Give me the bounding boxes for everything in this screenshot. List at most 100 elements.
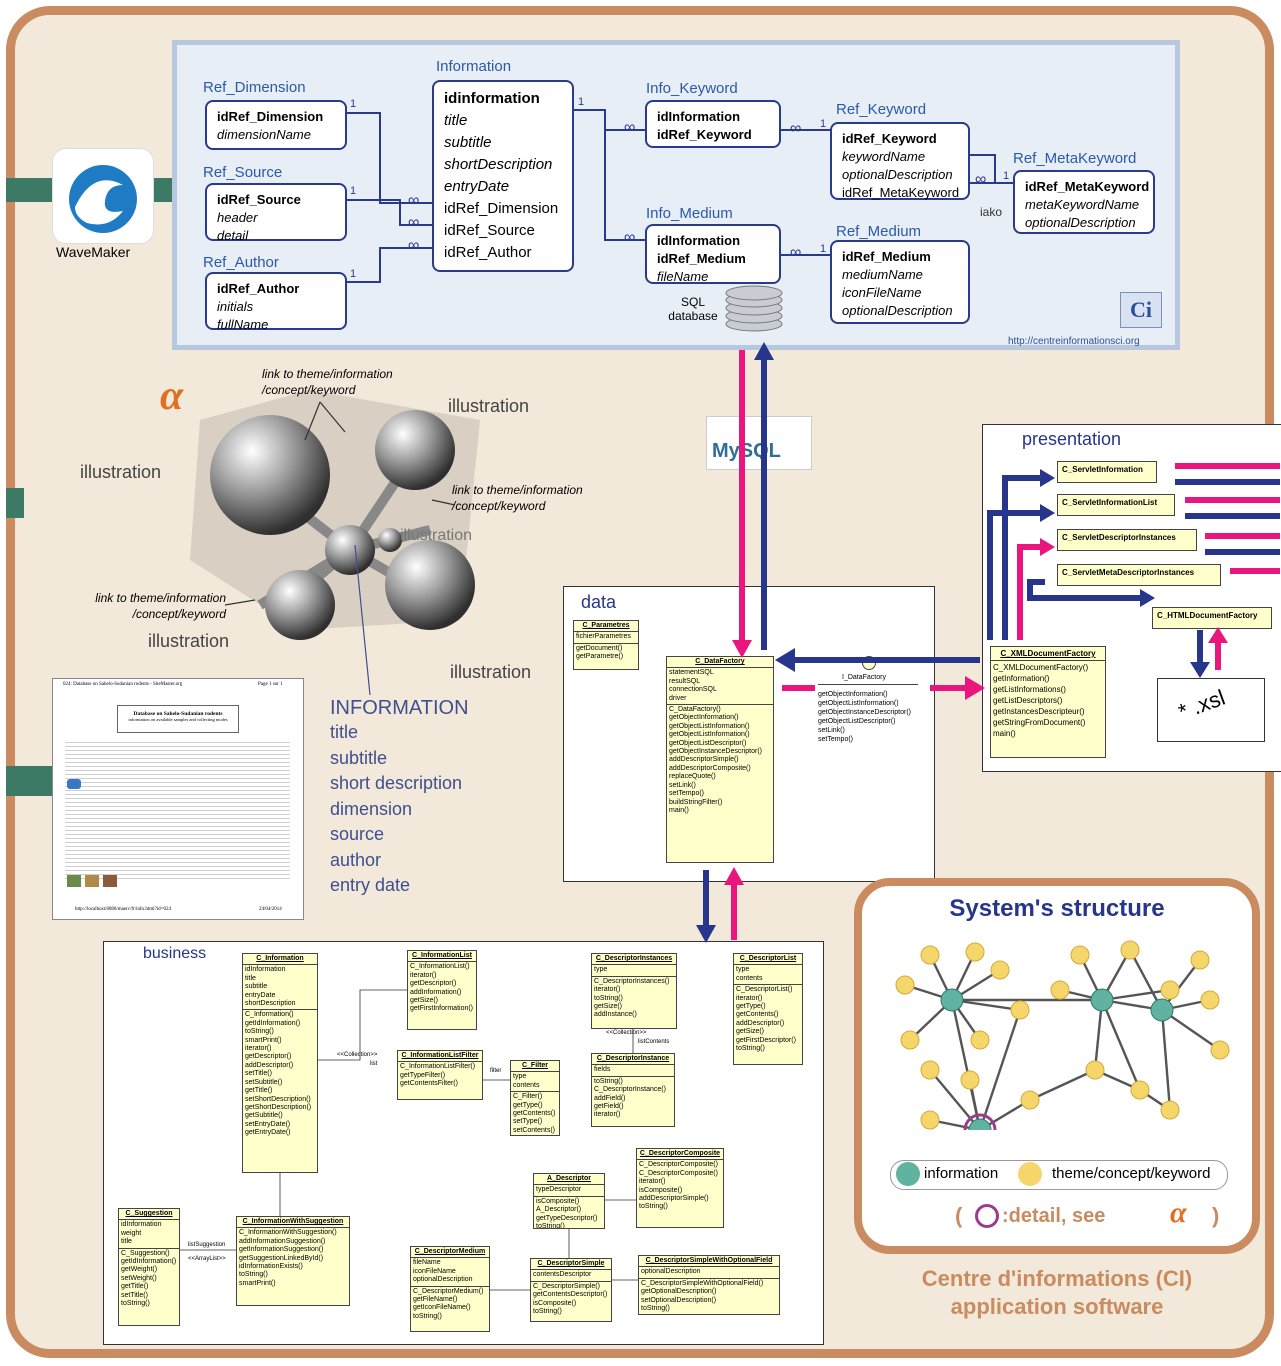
uml-operation: smartPrint() (239, 1279, 276, 1287)
uml-operation: C_InformationListFilter() (400, 1063, 476, 1071)
webpage-footer-date: 24/04/2014 (259, 907, 282, 912)
uml-attribute: typeDescriptor (536, 1186, 582, 1194)
uml-attribute: idInformation (245, 966, 286, 974)
uml-operation: getDescriptor() (410, 980, 457, 988)
uml-operation: C_InformationWithSuggestion() (239, 1229, 337, 1237)
uml-operation: C_InformationList() (410, 963, 470, 971)
uml-operation: C_DescriptorSimpleWithOptionalField() (641, 1279, 764, 1287)
arrow-bar-bottom (6, 766, 56, 796)
uml-operation: addInstance() (594, 1011, 637, 1019)
er-field: idRef_MetaKeyword (842, 185, 960, 200)
information-heading: INFORMATION (330, 697, 469, 719)
er-field: iconFileName (842, 285, 922, 300)
uml-attribute: subtitle (245, 983, 268, 991)
er-ref-medium-title: Ref_Medium (836, 223, 922, 240)
uml-ops: C_DataFactory()getObjectInformation()get… (667, 705, 773, 816)
uml-operation: addDescriptorComposite() (669, 764, 751, 772)
uml-class-name: C_InformationListFilter (398, 1051, 482, 1063)
business-connectors (180, 989, 638, 1291)
uml-operation: getStringFromDocument() (993, 718, 1086, 727)
uml-operation: getContents() (736, 1011, 779, 1019)
uml-operation: getIdInformation() (121, 1258, 177, 1266)
er-field: idRef_Dimension (444, 200, 559, 217)
link-line: link to theme/information (262, 367, 393, 381)
uml-operation: getWeight() (121, 1266, 158, 1274)
business-panel-tab: business (143, 945, 207, 962)
er-field: keywordName (842, 149, 926, 164)
data-panel-tab: data (581, 592, 617, 612)
card-many: ∞ (624, 119, 636, 136)
uml-operation: C_DescriptorComposite() (639, 1161, 718, 1169)
er-field: idinformation (444, 90, 540, 107)
uml-attribute: type (736, 966, 750, 974)
uml-operation: iterator() (410, 971, 437, 979)
er-field: idRef_Dimension (217, 109, 324, 124)
uml-operation: getParametre() (576, 653, 624, 661)
interface-operation: setTempo() (818, 736, 854, 743)
uml-operation: toString() (536, 1223, 565, 1229)
uml-operation: idInformationExists() (239, 1263, 303, 1271)
uml-class-name: C_Filter (511, 1061, 559, 1073)
er-field: initials (217, 299, 254, 314)
sql-database-label: SQL database (668, 295, 718, 323)
er-field: detail (217, 228, 249, 243)
uml-operation: getObjectListDescriptor() (669, 739, 747, 747)
footer-line1: Centre d'informations (CI) (921, 1266, 1193, 1291)
er-info-medium-title: Info_Medium (646, 205, 733, 222)
uml-operation: C_DescriptorInstances() (594, 977, 670, 985)
uml-operation: addDescriptorSimple() (669, 756, 739, 764)
uml-attrs: fields (592, 1065, 674, 1077)
uml-class-name: C_Information (243, 954, 317, 966)
uml-ops: C_Information()getIdInformation()toStrin… (243, 1010, 317, 1138)
er-field: metaKeywordName (1025, 197, 1140, 212)
information-item: author (330, 849, 382, 870)
uml-operation: iterator() (594, 986, 621, 994)
sql-database-icon (725, 285, 783, 332)
uml-operation: setOptionalDescription() (641, 1296, 717, 1304)
uml-ops: C_XMLDocumentFactory()getInformation()ge… (991, 661, 1105, 740)
uml-operation: getDescriptor() (245, 1053, 292, 1061)
uml-attribute: iconFileName (413, 1267, 456, 1275)
er-field: idRef_Source (444, 222, 535, 239)
detail-paren-close: ) (1212, 1203, 1220, 1228)
uml-operation: toString() (594, 1077, 623, 1085)
uml-ops: C_InformationListFilter()getTypeFilter()… (398, 1062, 482, 1089)
uml-operation: getSize() (410, 997, 439, 1005)
uml-attribute: contents (513, 1081, 540, 1089)
uml-attrs: type (592, 965, 676, 977)
link-annotation-left: link to theme/information/concept/keywor… (56, 590, 226, 622)
uml-operation: getListDescriptors() (993, 696, 1063, 705)
card-one: 1 (350, 98, 357, 110)
uml-attrs: fichierParametres (574, 632, 638, 644)
uml-class-name: C_DescriptorComposite (637, 1149, 723, 1161)
uml-operation: addDescriptor() (736, 1019, 785, 1027)
uml-attribute: statementSQL (669, 669, 714, 677)
uml-operation: C_DataFactory() (669, 706, 721, 714)
interface-name: I_DataFactory (842, 674, 886, 681)
uml-attribute: title (245, 974, 256, 982)
link-annotation-right: link to theme/information/concept/keywor… (452, 482, 583, 514)
uml-ops: isComposite()A_Descriptor()getTypeDescri… (534, 1197, 604, 1229)
uml-operation: getDocument() (576, 644, 623, 652)
illustration-label: illustration (148, 631, 230, 651)
webpage-title: Database on Sahelo-Sudanian rodents (133, 711, 223, 717)
er-ref-author-title: Ref_Author (203, 254, 279, 271)
uml-class-name: C_DataFactory (667, 657, 773, 669)
information-item: short description (330, 773, 463, 793)
uml-operation: isComposite() (536, 1197, 580, 1205)
uml-attribute: optionalDescription (413, 1276, 473, 1284)
uml-operation: getTitle() (121, 1283, 149, 1291)
html-document-factory: C_HTMLDocumentFactory (1152, 607, 1272, 629)
uml-operation: toString() (533, 1308, 562, 1316)
uml-operation: setType() (513, 1118, 543, 1126)
